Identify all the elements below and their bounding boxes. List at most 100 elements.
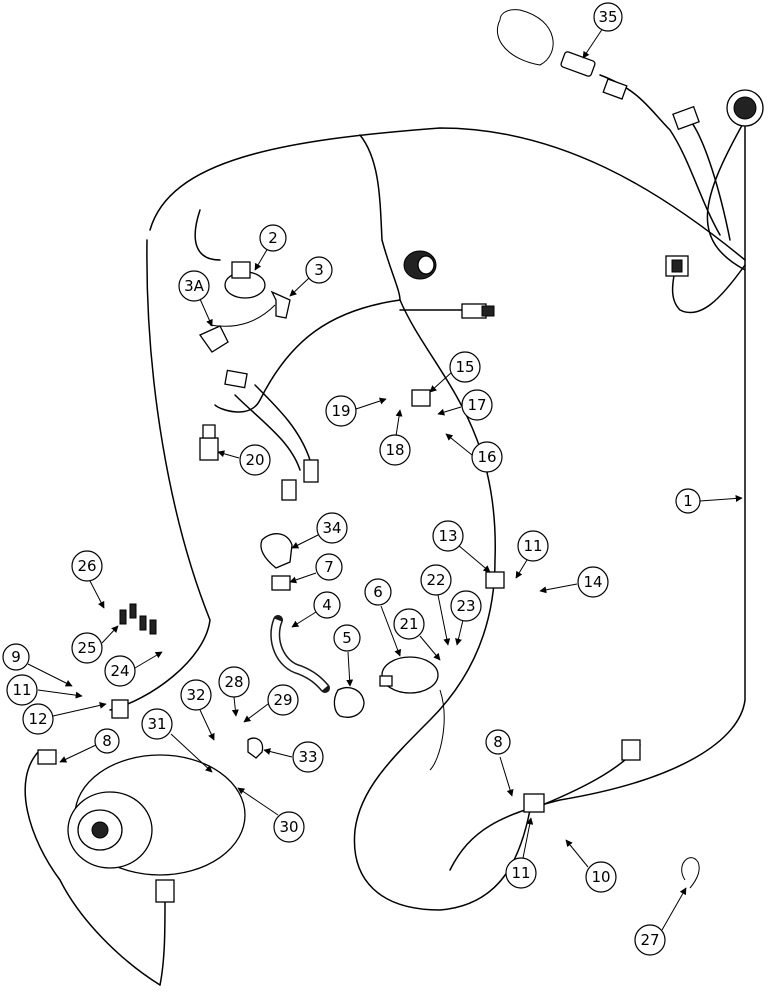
callout-20: 20 xyxy=(217,444,271,476)
callout-label: 1 xyxy=(683,492,693,510)
right-plug-connector xyxy=(665,255,689,277)
callout-13: 13 xyxy=(432,520,491,573)
callout-label: 20 xyxy=(245,451,264,469)
callout-label: 13 xyxy=(438,527,457,545)
callout-28: 28 xyxy=(218,666,250,717)
callout-label: 3A xyxy=(184,277,205,295)
callout-label: 30 xyxy=(279,818,298,836)
plug-bottom-left xyxy=(155,879,175,903)
hose-4 xyxy=(270,615,330,693)
elbow-fitting-3 xyxy=(270,290,291,319)
callout-label: 7 xyxy=(324,558,334,576)
callout-7: 7 xyxy=(289,553,343,584)
callout-label: 11 xyxy=(511,864,530,882)
callout-6: 6 xyxy=(364,578,402,657)
callout-19: 19 xyxy=(325,395,387,427)
tee-fitting-3a xyxy=(199,325,229,353)
fitting-34 xyxy=(260,533,293,591)
switch-20 xyxy=(199,424,219,461)
sensor-2 xyxy=(224,261,266,299)
callout-24: 24 xyxy=(104,651,163,687)
clamp-13 xyxy=(485,571,505,589)
callout-11-top: 11 xyxy=(515,530,549,579)
callout-label: 21 xyxy=(399,615,418,633)
callout-4: 4 xyxy=(291,591,341,628)
callout-34: 34 xyxy=(291,512,348,549)
callout-label: 33 xyxy=(298,748,317,766)
callout-label: 35 xyxy=(598,8,617,26)
callout-12: 12 xyxy=(22,701,107,735)
callout-11-left: 11 xyxy=(6,674,83,706)
callout-31: 31 xyxy=(141,708,213,773)
callout-label: 9 xyxy=(11,648,21,666)
callout-label: 32 xyxy=(186,686,205,704)
callout-label: 4 xyxy=(322,596,332,614)
callout-label: 11 xyxy=(523,537,542,555)
callout-3: 3 xyxy=(289,256,333,297)
callout-label: 19 xyxy=(331,402,350,420)
callout-label: 3 xyxy=(314,261,324,279)
callout-label: 18 xyxy=(385,441,404,459)
callout-label: 10 xyxy=(591,868,610,886)
callout-label: 34 xyxy=(322,519,341,537)
cable-tie-27 xyxy=(681,857,700,889)
callout-17: 17 xyxy=(437,389,493,421)
callout-label: 8 xyxy=(102,732,112,750)
callout-29: 29 xyxy=(243,684,299,723)
callout-30: 30 xyxy=(237,787,305,843)
callout-label: 2 xyxy=(268,229,278,247)
callout-5: 5 xyxy=(333,624,361,687)
elbow-5 xyxy=(333,687,365,718)
callout-label: 14 xyxy=(583,573,602,591)
callout-27: 27 xyxy=(634,887,687,956)
callout-32: 32 xyxy=(180,679,215,741)
callout-22: 22 xyxy=(420,564,452,646)
callout-14: 14 xyxy=(539,566,609,598)
callout-label: 25 xyxy=(77,639,96,657)
callout-label: 31 xyxy=(147,715,166,733)
clamp-12 xyxy=(111,699,129,719)
callout-label: 23 xyxy=(456,597,475,615)
round-connector-top-right xyxy=(726,89,764,127)
callout-35: 35 xyxy=(582,2,623,59)
bracket-33 xyxy=(247,737,264,759)
callout-33: 33 xyxy=(263,741,324,773)
callout-18: 18 xyxy=(379,409,411,466)
terminals-24-26 xyxy=(119,603,157,635)
callout-9: 9 xyxy=(2,643,73,687)
callout-8-left: 8 xyxy=(59,728,120,763)
callout-16: 16 xyxy=(445,433,503,473)
callout-2: 2 xyxy=(254,224,287,271)
callout-label: 28 xyxy=(224,673,243,691)
clamp-right-wire xyxy=(621,739,641,761)
callout-21: 21 xyxy=(393,608,441,661)
callout-label: 15 xyxy=(455,358,474,376)
callout-label: 8 xyxy=(493,733,503,751)
callout-label: 17 xyxy=(467,396,486,414)
callout-label: 22 xyxy=(426,571,445,589)
clamp-8-right xyxy=(523,793,545,813)
connector-35 xyxy=(560,51,700,131)
sensor-6 xyxy=(379,656,439,694)
callout-label: 11 xyxy=(12,681,31,699)
callout-23: 23 xyxy=(450,590,482,646)
connectors-mid-left xyxy=(224,369,319,501)
callout-15: 15 xyxy=(429,351,481,393)
callout-label: 6 xyxy=(373,583,383,601)
callout-label: 24 xyxy=(110,662,129,680)
connector-center-right xyxy=(461,303,495,319)
callout-label: 27 xyxy=(640,931,659,949)
callout-label: 5 xyxy=(342,629,352,647)
callout-label: 16 xyxy=(477,448,496,466)
callout-25: 25 xyxy=(71,625,119,664)
clamp-15 xyxy=(411,389,431,407)
callout-1: 1 xyxy=(675,488,743,514)
alternator xyxy=(67,754,246,876)
callout-8-right: 8 xyxy=(485,729,514,797)
callout-3a: 3A xyxy=(178,270,213,327)
round-connector-center xyxy=(403,250,437,280)
callout-label: 12 xyxy=(28,710,47,728)
clamp-8-left xyxy=(37,749,57,765)
callout-label: 29 xyxy=(273,691,292,709)
